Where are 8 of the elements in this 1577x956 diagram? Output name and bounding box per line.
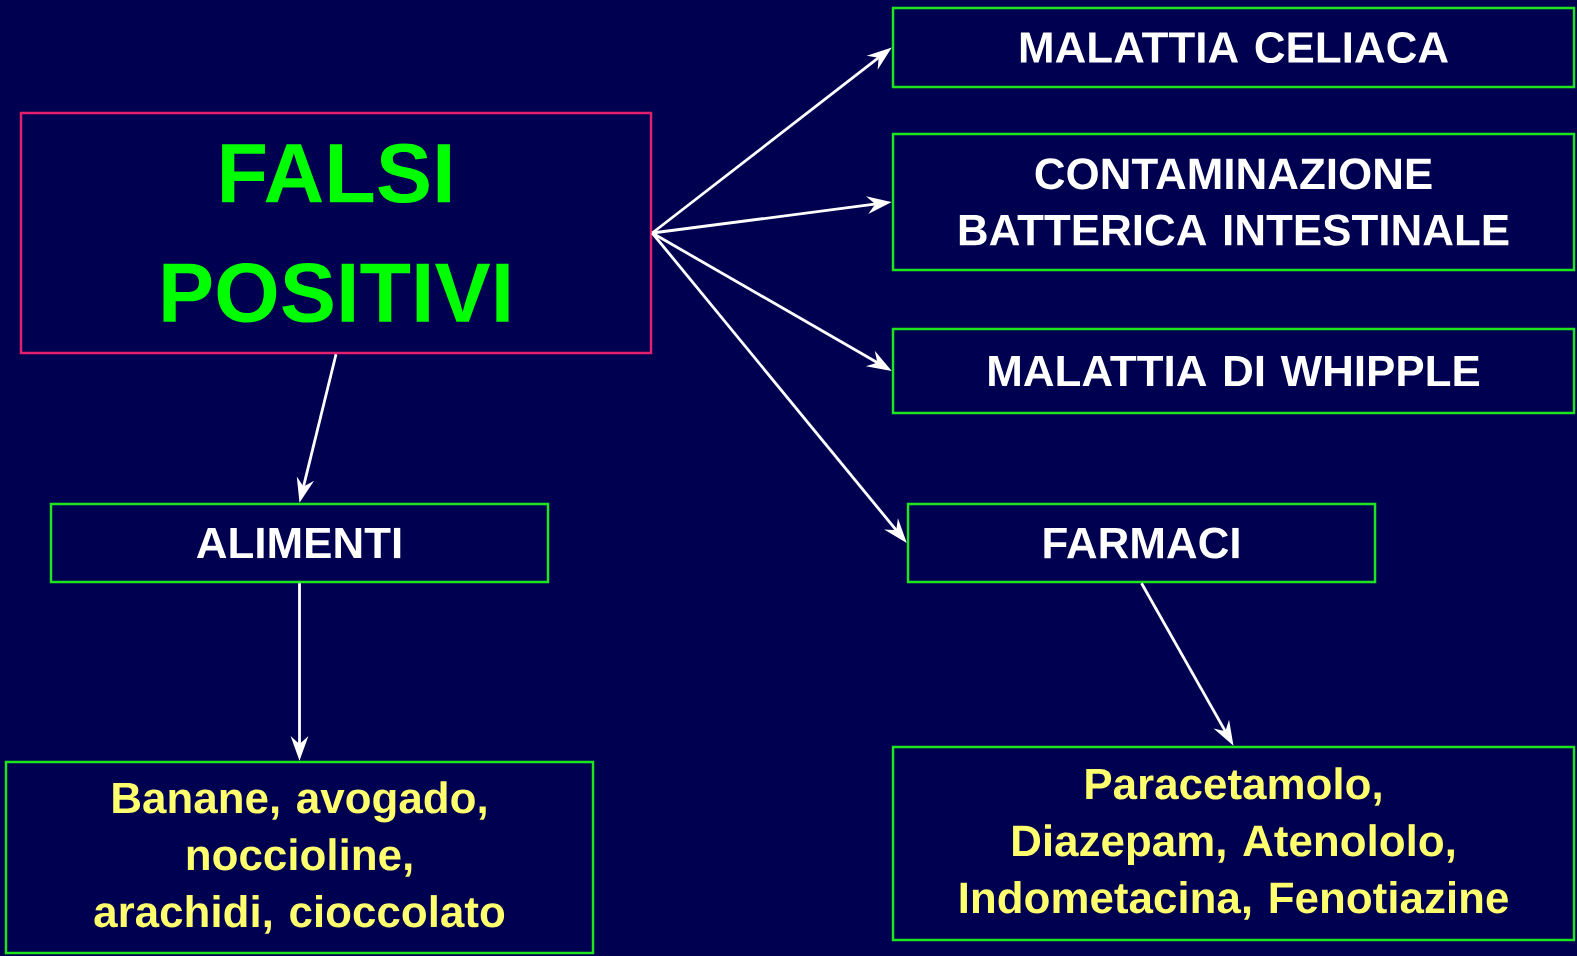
cause-box: MALATTIA DI WHIPPLE [891, 327, 1576, 415]
example-box: Paracetamolo, Diazepam, Atenololo, Indometacina, Fenotiazine [891, 745, 1576, 942]
cause-box: MALATTIA CELIACA [891, 6, 1576, 89]
category-box: ALIMENTI [49, 502, 550, 584]
title-box: FALSI POSITIVI [19, 111, 653, 355]
example-box: Banane, avogado, noccioline, arachidi, cioccolato [4, 760, 595, 955]
category-box: FARMACI [906, 502, 1377, 584]
cause-box: CONTAMINAZIONE BATTERICA INTESTINALE [891, 132, 1576, 272]
